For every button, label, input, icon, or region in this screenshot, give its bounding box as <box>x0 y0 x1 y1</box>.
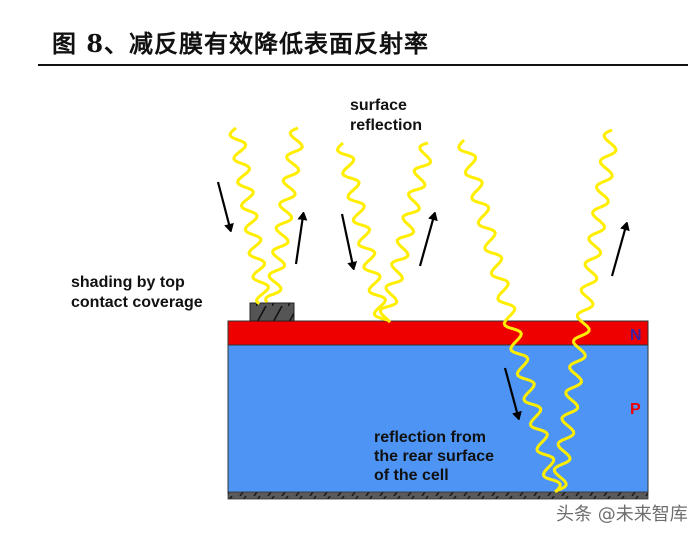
arrow-incident-2 <box>340 213 353 266</box>
title-underline <box>38 64 688 66</box>
arrow-incident-1 <box>216 181 230 228</box>
light-rays <box>228 126 618 493</box>
ray-reflected-contact <box>264 126 304 304</box>
ray-incident-surface <box>335 141 388 322</box>
n-layer-label: N <box>630 327 642 344</box>
ray-incident-contact <box>228 126 270 305</box>
rear-reflection-label-line1: reflection from <box>374 429 486 446</box>
arrow-reflect-3 <box>610 226 626 277</box>
p-layer-label: P <box>630 401 641 418</box>
ray-incident-transmitted <box>457 138 562 493</box>
rear-reflection-label-line2: the rear surface <box>374 448 494 465</box>
surface-reflection-label-line1: surface <box>350 97 407 114</box>
arrow-into-cell <box>503 367 518 416</box>
shading-label-line2: contact coverage <box>71 294 203 311</box>
top-contact <box>249 302 295 322</box>
n-layer <box>227 320 649 346</box>
watermark: 头条 @未来智库 <box>556 504 688 525</box>
figure-title: 图 8、减反膜有效降低表面反射率 <box>52 29 430 58</box>
arrow-reflect-1 <box>294 216 303 265</box>
ray-reflected-surface <box>378 141 433 324</box>
surface-reflection-label-line2: reflection <box>350 117 422 134</box>
arrow-reflect-2 <box>418 216 434 267</box>
rear-reflection-label-line3: of the cell <box>374 467 449 484</box>
shading-label-line1: shading by top <box>71 274 185 291</box>
p-layer <box>227 344 649 494</box>
back-contact <box>227 491 649 500</box>
ray-reflected-rear <box>552 128 618 493</box>
